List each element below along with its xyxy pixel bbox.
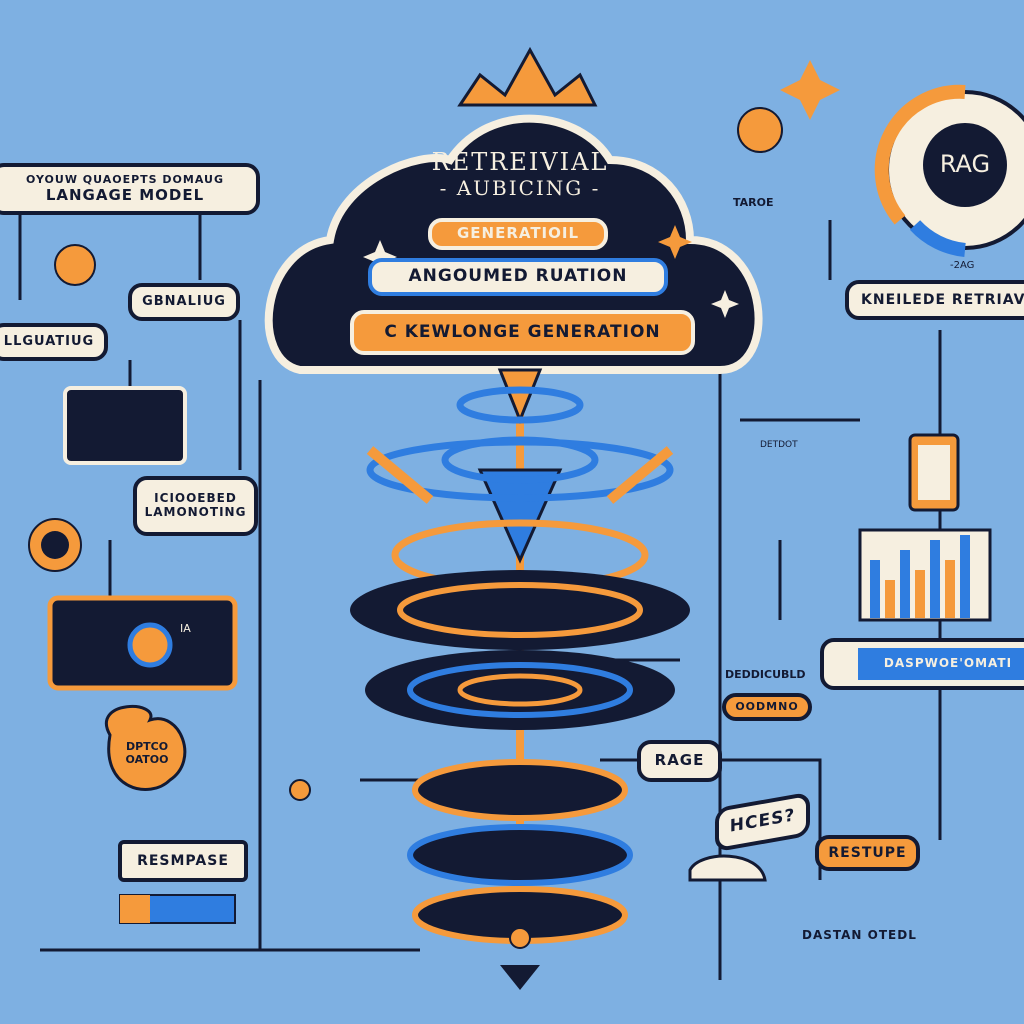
monitor-label: IA <box>180 622 191 635</box>
title-line2: - AUBICING - <box>439 176 601 200</box>
icioobed-line1: ICIOOEBED <box>154 491 237 506</box>
model-box-line1: OYOUW QUAOEPTS DOMAUG <box>26 173 224 187</box>
target-label: TAROE <box>733 196 774 209</box>
monitor-icon <box>63 386 187 465</box>
dastan-label: DASTAN OTEDL <box>802 928 917 942</box>
rage-box: RAGE <box>637 740 722 782</box>
oodmno-badge: OODMNO <box>722 693 812 721</box>
bubble-line1: DPTCO <box>125 740 169 753</box>
icioobed-line2: LAMONOTING <box>144 505 247 519</box>
cloud-bubble-text: DPTCO OATOO <box>112 740 182 766</box>
deddicubld-label: DEDDICUBLD <box>725 668 806 681</box>
llguatiug-label: LLGUATIUG <box>0 323 108 361</box>
augmented-button[interactable]: ANGOUMED RUATION <box>368 258 668 296</box>
response-bar: DASPWOE'OMATI <box>820 638 1024 690</box>
bubble-line2: OATOO <box>125 753 169 767</box>
crown-icon <box>457 46 598 107</box>
arrow-down-icon <box>500 965 540 990</box>
generation-button[interactable]: GENERATIOIL <box>428 218 608 250</box>
title-line1: RETREIVIAL <box>431 148 609 176</box>
gear-icon <box>54 244 96 286</box>
rag-caption: -2AG <box>950 260 975 271</box>
bar-chart-icon <box>858 528 992 622</box>
response-bar-text[interactable]: DASPWOE'OMATI <box>858 648 1024 680</box>
response-box: RESMPASE <box>118 840 248 882</box>
knowledge-generation-button[interactable]: C KEWLONGE GENERATION <box>350 310 695 355</box>
star-icon <box>780 60 840 120</box>
spiral-tower <box>350 368 690 990</box>
knowledge-retrieval-box: KNEILEDE RETRIAV <box>845 280 1024 320</box>
language-model-box: OYOUW QUAOEPTS DOMAUG LANGAGE MODEL <box>0 163 260 215</box>
model-box-line2: LANGAGE MODEL <box>45 185 205 204</box>
icioobed-box: ICIOOEBED LAMONOTING <box>133 476 258 536</box>
gbnaliug-label: GBNALIUG <box>128 283 240 321</box>
rag-badge: RAG <box>939 150 991 178</box>
restupe-badge: RESTUPE <box>815 835 920 871</box>
rag-ring-chart <box>874 84 1024 257</box>
detdot-label: DETDOT <box>760 440 798 450</box>
